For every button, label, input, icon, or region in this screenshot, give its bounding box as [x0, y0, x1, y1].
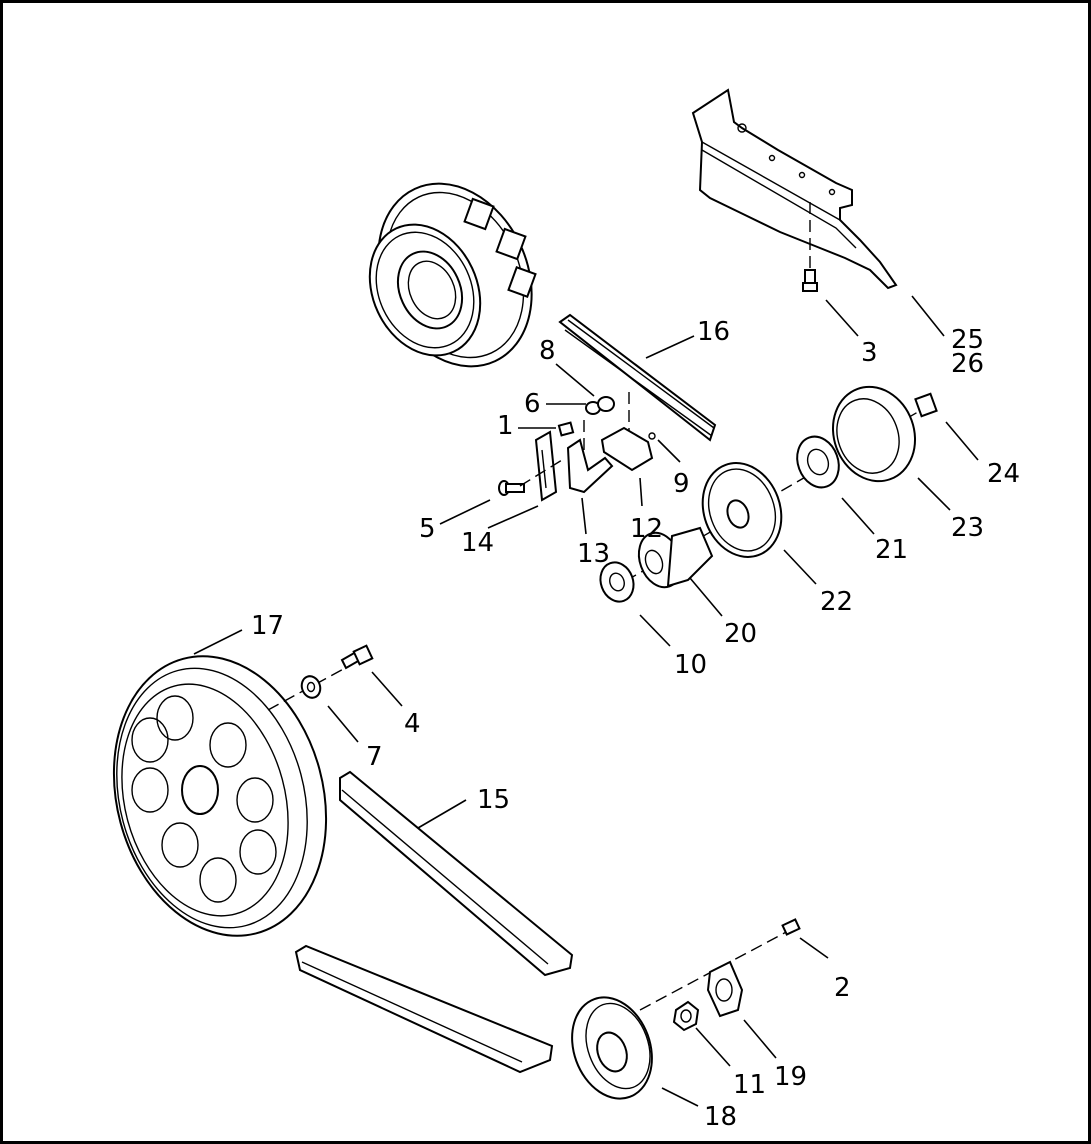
callout-11: 11: [733, 1070, 766, 1100]
transmission-sprocket-part: [571, 996, 653, 1100]
tensioner-bolt-part: [557, 421, 575, 437]
sliding-cam-part: [637, 526, 714, 589]
cover-plate-part: [796, 435, 840, 489]
callout-20: 20: [724, 619, 757, 649]
rear-pulley-part: [112, 655, 328, 937]
callout-7: 7: [366, 742, 383, 772]
tensioner-shoe-part: [600, 426, 654, 472]
sprocket-washer-part: [599, 561, 635, 603]
callout-1: 1: [497, 411, 514, 441]
callout-16: 16: [697, 317, 730, 347]
callout-21: 21: [875, 535, 908, 565]
callout-24: 24: [987, 459, 1020, 489]
tensioner-nut-part: [585, 396, 615, 415]
callout-14: 14: [461, 528, 494, 558]
engine-sprocket-part: [701, 462, 783, 558]
leader-lines: [193, 295, 979, 1107]
tensioner-shoe-bracket-part: [566, 438, 614, 494]
guard-bolt-part: [802, 269, 818, 292]
belt-guard-part: [691, 88, 898, 290]
bolt-axis: [519, 459, 563, 487]
callout-17: 17: [251, 611, 284, 641]
callout-23: 23: [951, 513, 984, 543]
callout-13: 13: [577, 539, 610, 569]
callout-22: 22: [820, 587, 853, 617]
callout-18: 18: [704, 1102, 737, 1132]
callout-9: 9: [673, 469, 690, 499]
sprocket-nut-part: [914, 392, 938, 418]
lock-plate-part: [706, 960, 744, 1018]
callout-10: 10: [674, 650, 707, 680]
callout-15: 15: [477, 785, 510, 815]
cover-bearing-part: [831, 385, 917, 483]
callout-5: 5: [419, 514, 436, 544]
tensioner-pin-part: [648, 432, 656, 440]
callout-6: 6: [524, 389, 541, 419]
callout-4: 4: [404, 709, 421, 739]
callout-8: 8: [539, 336, 556, 366]
lock-nut-part: [672, 1000, 700, 1032]
pulley-bolt-part: [340, 644, 374, 670]
clutch-sprocket-part: [368, 182, 537, 368]
callout-12: 12: [630, 514, 663, 544]
drive-belt-part: [294, 770, 574, 1074]
callout-25: 25: [951, 325, 984, 355]
callout-19: 19: [774, 1062, 807, 1092]
callout-2: 2: [834, 973, 851, 1003]
lock-plate-screw-part: [781, 918, 801, 936]
callout-labels: 1 2 3 4 5 6 7 8 9 10 11 12 13 14 15 16 1…: [251, 317, 1020, 1132]
tensioner-bracket-part: [534, 430, 558, 502]
callout-3: 3: [861, 338, 878, 368]
callout-26: 26: [951, 349, 984, 379]
pulley-washer-part: [300, 675, 322, 699]
trans-axis: [639, 929, 791, 1011]
primary-chain-part: [558, 313, 717, 442]
tensioner-carriage-bolt-part: [498, 480, 525, 496]
